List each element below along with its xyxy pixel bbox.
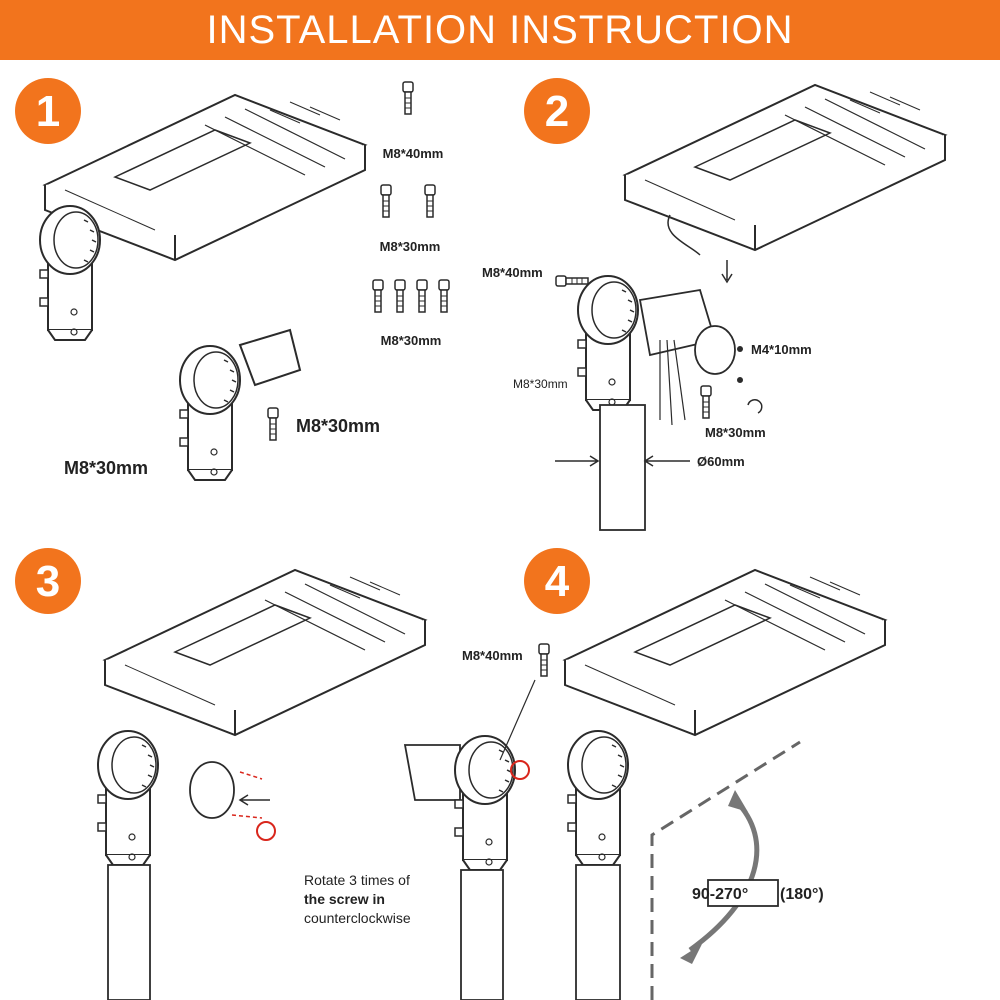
rotate-icon [510,760,530,780]
bolt-icon [416,279,428,313]
fixture-illustration [104,569,426,736]
arrow-head-icon [728,790,748,812]
bolt-icon [438,279,450,313]
slip-fitter-bracket [97,730,159,866]
left-arrow-icon [238,794,270,806]
bolt-icon [424,184,436,218]
cover-plate [694,325,736,375]
rotate-icon [256,821,276,841]
pole [460,869,504,1000]
step-3-number: 3 [36,557,60,606]
slip-fitter-bracket [567,730,629,866]
mounting-plate [238,328,302,387]
screw-path [231,771,263,819]
label-m8x30-left: M8*30mm [513,377,568,391]
step-1-badge [15,78,81,144]
wire [667,214,701,256]
dimension-arrows [555,455,690,467]
bolt-icon [267,407,279,441]
screw-icon [737,377,743,383]
label-m8x30-right: M8*30mm [705,425,766,440]
label-m8x40: M8*40mm [482,265,543,280]
angle-range: 90-270° [692,886,748,903]
step-4-badge [524,548,590,614]
wires [659,339,686,426]
fixture-illustration [564,569,886,736]
slip-fitter-bracket [454,735,516,871]
step-3: 3 Rotate 3 times of the screw in counter… [15,548,550,1000]
screw-icon [737,346,743,352]
bolt-icon [538,643,550,677]
down-arrow-icon [721,260,733,284]
pole [599,404,646,531]
bolt-icon [555,275,589,287]
leader-line [499,679,536,761]
bracket-label-left: M8*30mm [64,458,148,478]
step-2-number: 2 [545,87,569,136]
part-label-m8x30-b: M8*30mm [381,333,442,348]
rotate-icon [747,399,763,414]
fixture-illustration [624,84,946,251]
label-diameter: Ø60mm [697,454,745,469]
header-banner: INSTALLATION INSTRUCTION [0,0,1000,60]
label-m8x40: M8*40mm [462,648,523,663]
step-1-number: 1 [36,87,60,136]
part-label-m8x40: M8*40mm [383,146,444,161]
pole [107,864,151,1000]
pole [575,864,621,1000]
label-m4x10: M4*10mm [751,342,812,357]
rotation-arc [688,798,760,953]
bolt-icon [372,279,384,313]
slip-fitter-bracket [39,205,101,341]
page-title: INSTALLATION INSTRUCTION [206,7,794,52]
note-line-1: Rotate 3 times of [304,872,410,888]
bolt-icon [394,279,406,313]
bolt-icon [380,184,392,218]
step-4-number: 4 [545,557,570,606]
step-2-badge [524,78,590,144]
bolt-icon [402,81,414,115]
step-1: 1 M8*40mm M8*30mm M8*30mm M8*30mm M8*30m… [15,78,450,481]
angle-default: (180°) [780,886,824,903]
bracket-detail [179,345,241,481]
mounting-plate [403,744,461,801]
part-label-m8x30-a: M8*30mm [380,239,441,254]
angle-box [707,879,779,907]
slip-fitter-bracket [577,275,639,411]
step-4: 4 90-270° (180°) [524,548,886,1000]
note-line-2: the screw in [304,891,385,907]
step-3-badge [15,548,81,614]
cover-plate [189,761,235,819]
arrow-head-icon [680,944,702,964]
rotation-guide [650,740,801,1000]
note-line-3: counterclockwise [304,910,411,926]
bolt-icon [700,385,712,419]
step-2: 2 M8*40mm M4*10mm M8*30mm M8*30mm Ø60mm [482,78,946,531]
bracket-label-right: M8*30mm [296,416,380,436]
